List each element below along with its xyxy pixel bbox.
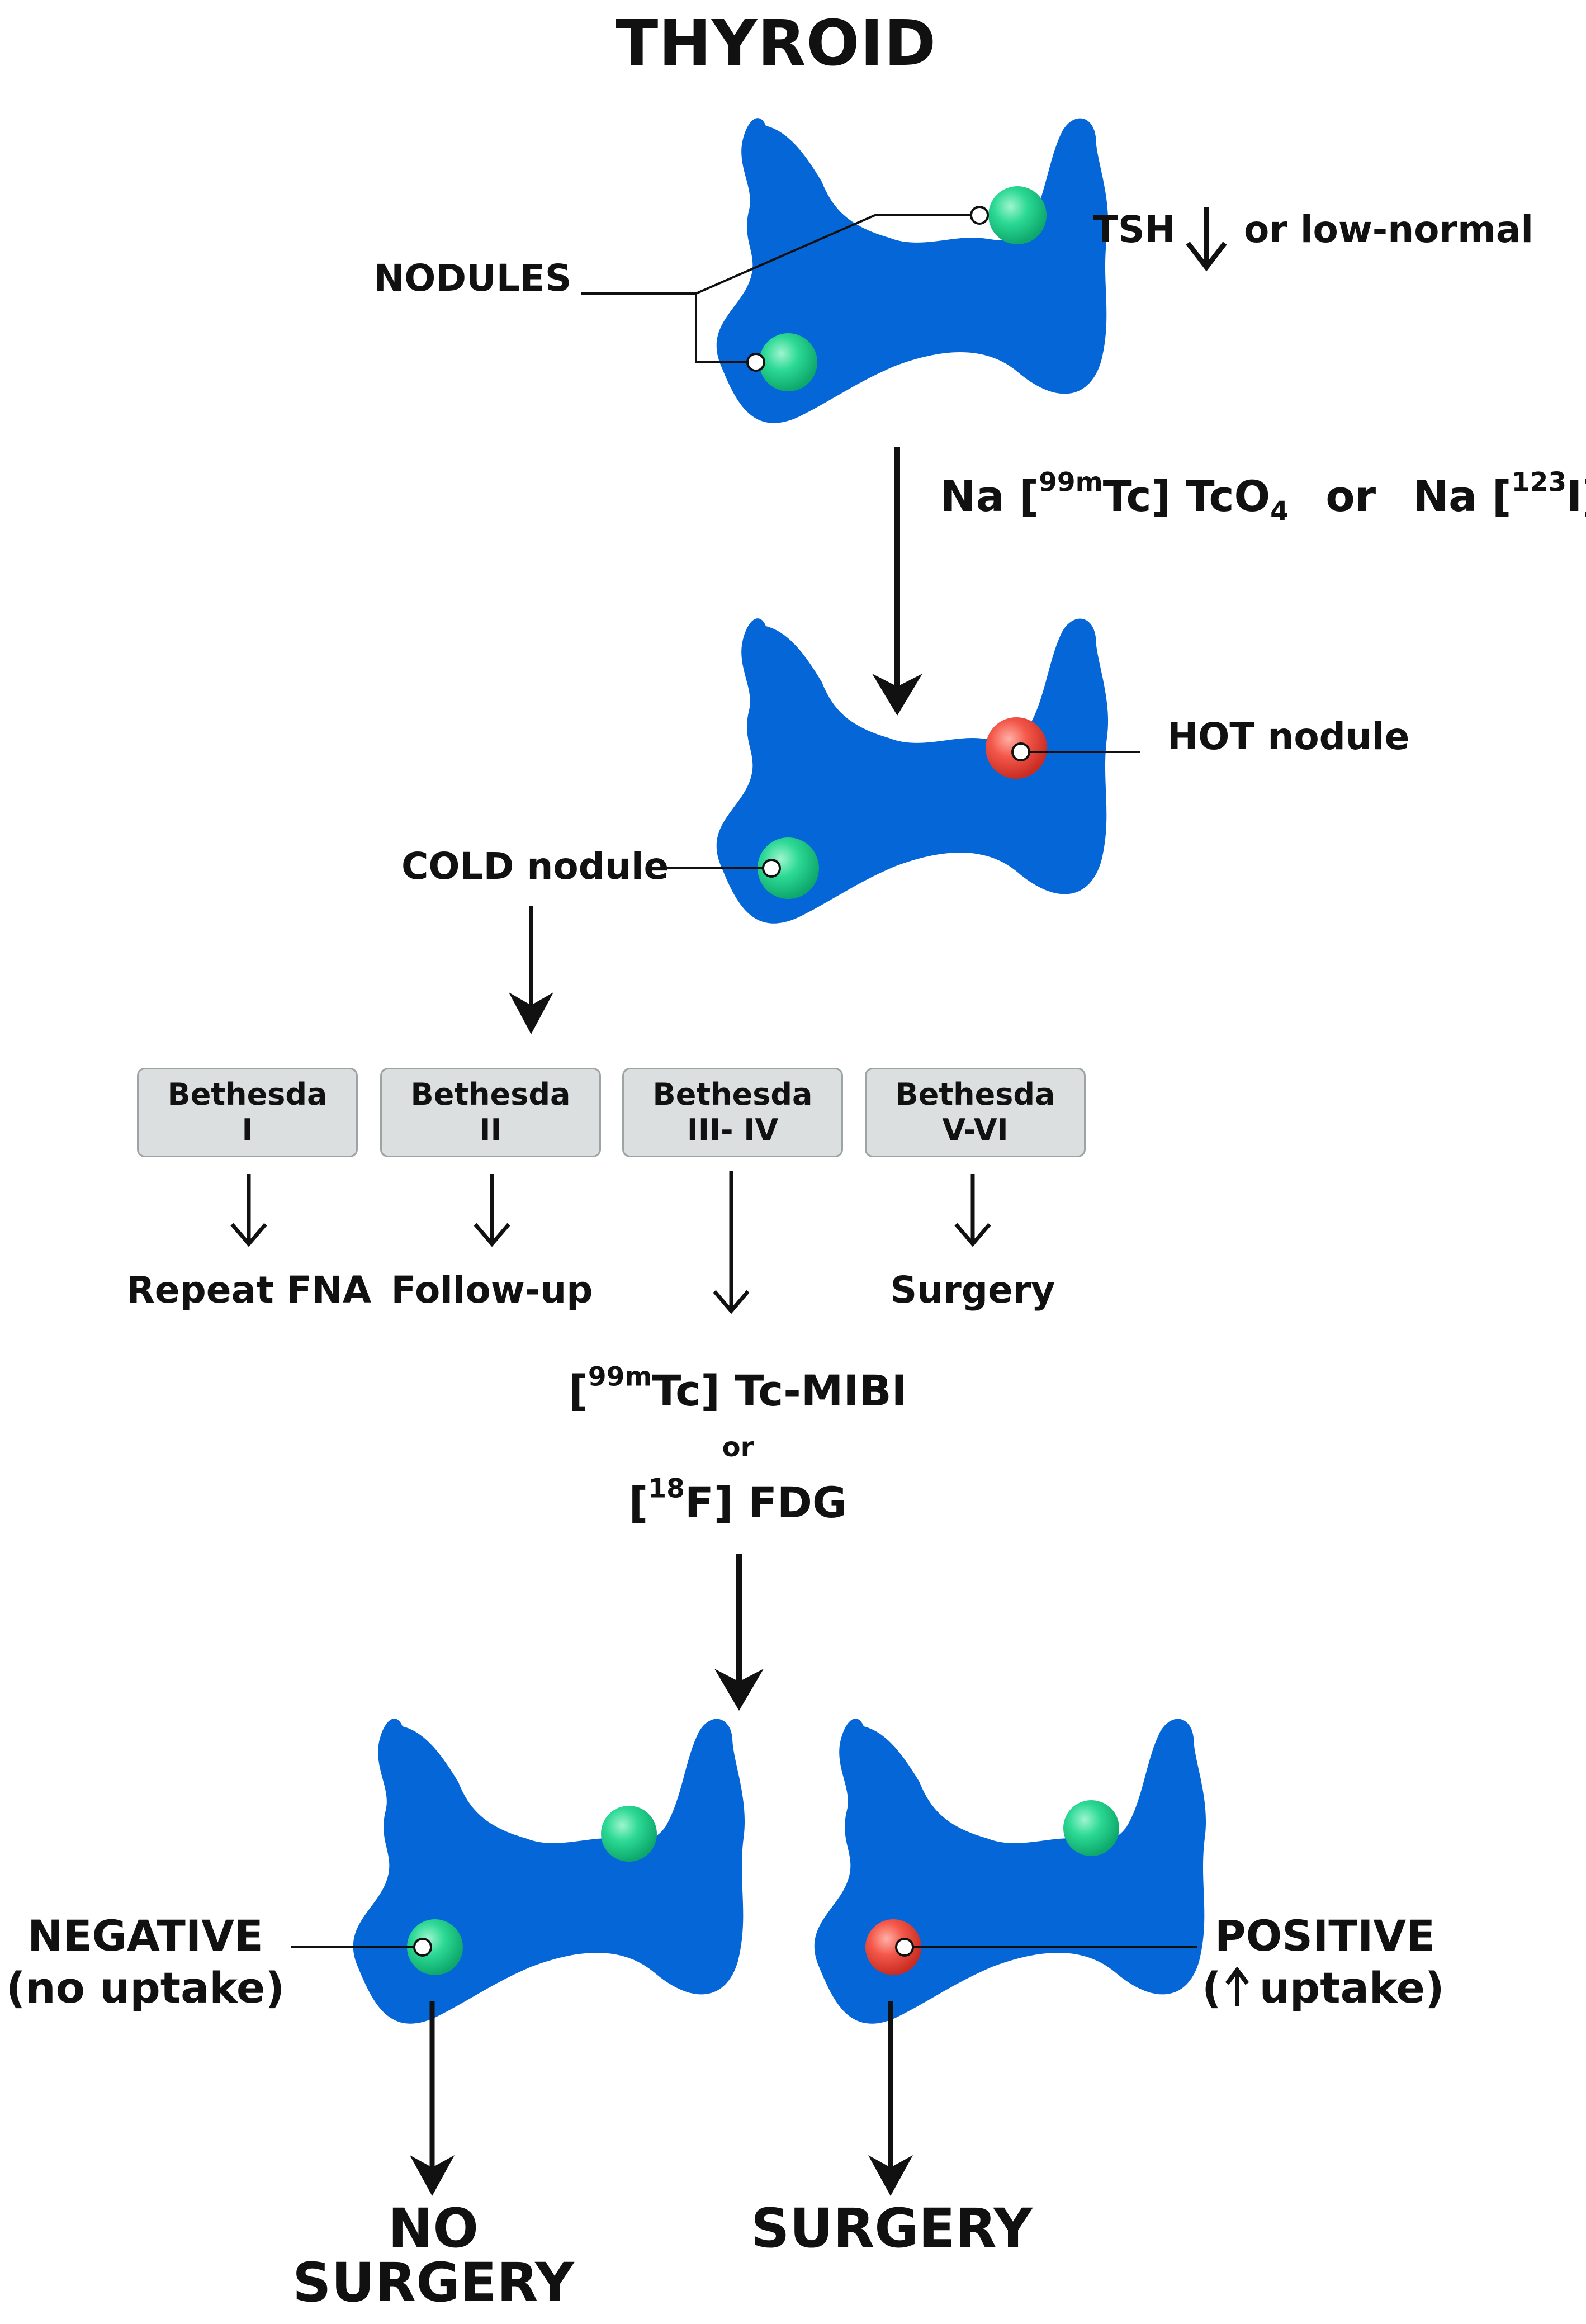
nodule-marker xyxy=(413,1938,432,1957)
bethesda-class: II xyxy=(479,1113,502,1148)
uptake-label: (uptake) xyxy=(1202,1966,1445,2009)
tracer2-prefix: Na [ xyxy=(1413,471,1512,521)
no-surgery-line-2: SURGERY xyxy=(292,2251,574,2314)
cold-nodule-icon xyxy=(759,333,817,391)
mibi-isotope: 99m xyxy=(588,1361,652,1393)
arrow-down-icon xyxy=(872,447,922,716)
cold-nodule-icon xyxy=(407,1919,463,1975)
tracer-label: Na [99mTc] TcO4 or Na [123I] I xyxy=(940,470,1586,525)
cold-nodule-icon xyxy=(601,1806,657,1862)
nodules-label: NODULES xyxy=(373,257,572,300)
page-title: THYROID xyxy=(615,7,937,80)
thyroid-gland-icon xyxy=(353,1719,745,2024)
nodule-marker xyxy=(1011,742,1030,761)
bethesda-name: Bethesda xyxy=(410,1077,571,1113)
hot-nodule-icon xyxy=(865,1919,921,1975)
tracer2-isotope: 123 xyxy=(1511,467,1567,498)
arrow-down-icon xyxy=(1186,207,1227,272)
cold-nodule-label: COLD nodule xyxy=(401,845,669,888)
cold-nodule-icon xyxy=(1063,1800,1119,1856)
bethesda-class: III- IV xyxy=(687,1113,779,1148)
mibi-prefix: [ xyxy=(569,1366,588,1416)
tracer-or: or xyxy=(1325,471,1376,521)
surgery-label: SURGERY xyxy=(751,2197,1033,2260)
tsh-low-normal-label: or low-normal xyxy=(1244,208,1534,251)
tracer1-isotope: 99m xyxy=(1039,467,1103,498)
bethesda-name: Bethesda xyxy=(652,1077,813,1113)
nodules-leader-line xyxy=(581,292,756,363)
nodules-leader-line xyxy=(695,214,979,295)
bethesda-name: Bethesda xyxy=(167,1077,328,1113)
tracer1-compound: Tc] TcO xyxy=(1102,471,1271,521)
nodule-marker xyxy=(746,353,765,372)
arrow-down-icon xyxy=(714,1554,764,1711)
bethesda-class: I xyxy=(242,1113,253,1148)
mibi-compound: Tc] Tc-MIBI xyxy=(652,1366,907,1416)
fdg-isotope: 18 xyxy=(648,1473,685,1504)
tracer1-prefix: Na [ xyxy=(940,471,1039,521)
no-surgery-line-1: NO xyxy=(388,2197,479,2260)
arrow-down-icon xyxy=(954,1174,991,1247)
negative-label: NEGATIVE xyxy=(27,1911,263,1961)
arrow-down-icon xyxy=(410,2001,455,2196)
bethesda-box-3: Bethesda III- IV xyxy=(622,1068,843,1157)
nodule-marker xyxy=(970,206,989,225)
arrow-down-icon xyxy=(868,2001,913,2196)
bethesda-outcome-1: Repeat FNA xyxy=(126,1269,372,1312)
bethesda-outcome-4: Surgery xyxy=(890,1269,1055,1312)
no-uptake-label: (no uptake) xyxy=(6,1963,285,2013)
tracer2-compound: I] I xyxy=(1566,471,1586,521)
cold-nodule-icon xyxy=(988,186,1047,244)
arrow-up-icon xyxy=(1225,1966,1249,2006)
bethesda-name: Bethesda xyxy=(895,1077,1055,1113)
arrow-down-icon xyxy=(509,906,553,1034)
tracer1-subscript: 4 xyxy=(1270,496,1289,527)
uptake-rest: uptake) xyxy=(1259,1963,1445,2013)
cold-nodule-icon xyxy=(758,837,819,899)
fdg-compound: F] FDG xyxy=(684,1478,848,1527)
hot-nodule-label: HOT nodule xyxy=(1167,715,1410,758)
bethesda-class: V-VI xyxy=(942,1113,1009,1148)
fdg-label: [18F] FDG xyxy=(559,1476,917,1524)
nodule-marker xyxy=(895,1938,914,1957)
bethesda-box-2: Bethesda II xyxy=(380,1068,601,1157)
mibi-label: [99mTc] Tc-MIBI xyxy=(559,1364,917,1412)
tsh-label: TSH xyxy=(1093,208,1176,251)
bethesda-box-1: Bethesda I xyxy=(137,1068,358,1157)
bethesda-outcome-2: Follow-up xyxy=(391,1269,593,1312)
positive-label: POSITIVE xyxy=(1214,1911,1436,1961)
bethesda-box-4: Bethesda V-VI xyxy=(865,1068,1086,1157)
uptake-open: ( xyxy=(1202,1963,1222,2013)
or-label: or xyxy=(722,1432,754,1463)
arrow-down-icon xyxy=(230,1174,267,1247)
fdg-prefix: [ xyxy=(628,1478,648,1527)
arrow-down-icon xyxy=(474,1174,510,1247)
thyroid-gland-icon xyxy=(814,1719,1206,2024)
arrow-down-icon xyxy=(713,1171,750,1314)
nodule-marker xyxy=(762,859,781,878)
